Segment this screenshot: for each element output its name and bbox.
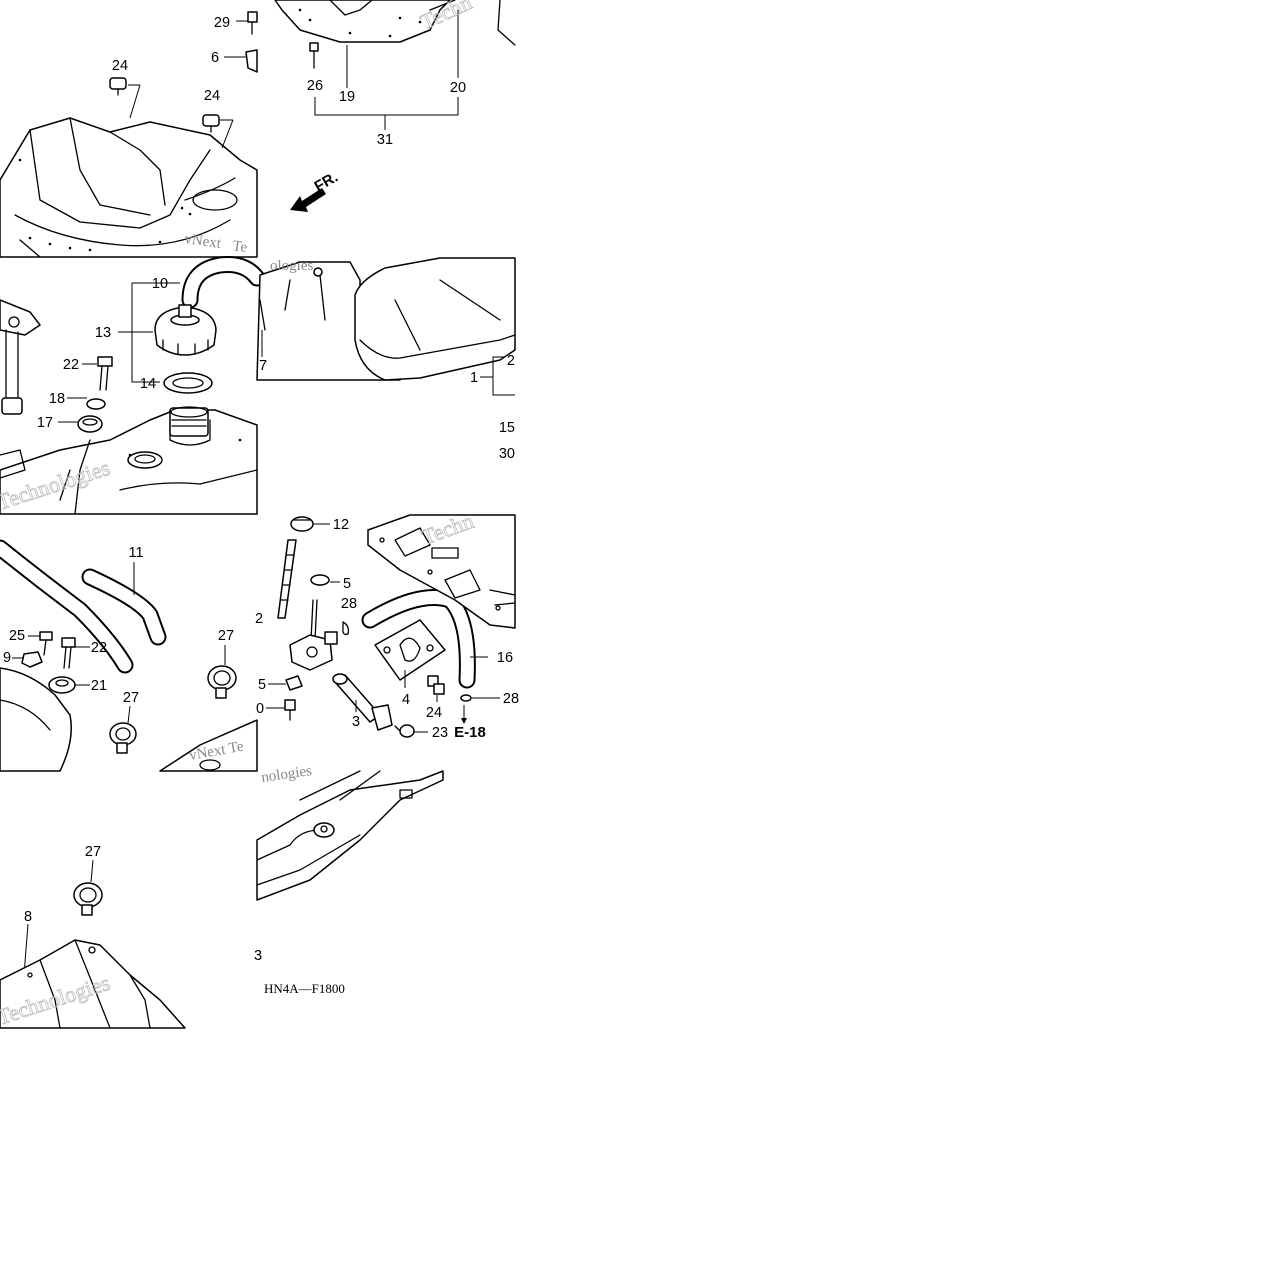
tile-top-left: 24 24 29 6 vNext Te (0, 11, 258, 258)
callout-24: 24 (426, 705, 442, 721)
tile-middle-left: 10 13 14 22 18 17 Technologies (0, 256, 266, 515)
bolt (309, 42, 319, 69)
callout-25: 25 (9, 628, 25, 644)
callout-28: 28 (503, 691, 519, 707)
watermark-text: nologies (260, 763, 313, 786)
callout-12: 12 (333, 517, 349, 533)
clip-fastener (109, 77, 127, 96)
hose-clamp (207, 665, 237, 699)
callout-28: 28 (341, 596, 357, 612)
reference-label: E-18 (454, 724, 486, 741)
tile-center: 7 1 2 15 30 ologies (256, 257, 516, 462)
callout-27: 27 (123, 690, 139, 706)
callout-31: 31 (377, 132, 393, 148)
callout-27: 27 (218, 628, 234, 644)
callout-17: 17 (37, 415, 53, 431)
tile-lower-center: 12 2 5 28 16 4 24 3 23 5 0 28 E-18 Techn (255, 508, 519, 741)
tile-top-middle: 26 19 20 31 FR. Techn (274, 0, 516, 212)
callout-29: 29 (214, 15, 230, 31)
callout-13: 13 (95, 325, 111, 341)
callout-9: 9 (3, 650, 11, 666)
hose-clamp (109, 722, 137, 754)
callout-18: 18 (49, 391, 65, 407)
bolt (284, 699, 296, 721)
callout-24: 24 (112, 58, 128, 74)
callout-1: 1 (470, 370, 478, 386)
callout-26: 26 (307, 78, 323, 94)
callout-2: 2 (507, 353, 515, 369)
callout-15: 15 (499, 420, 515, 436)
callout-5: 5 (258, 677, 266, 693)
diagram-code: HN4A—F1800 (264, 981, 345, 996)
tile-lower-left: 11 25 9 22 21 27 27 vNext Te (0, 539, 258, 772)
callout-10: 10 (152, 276, 168, 292)
callout-27: 27 (85, 844, 101, 860)
callout-19: 19 (339, 89, 355, 105)
callout-21: 21 (91, 678, 107, 694)
clip-fastener (202, 114, 220, 133)
tile-bottom-middle: 3 HN4A—F1800 nologies (254, 763, 444, 996)
watermark-text: vNext (183, 231, 222, 252)
callout-12: 2 (255, 611, 263, 627)
fuel-cap (154, 304, 217, 356)
bolt (61, 637, 76, 669)
bolt (39, 631, 53, 656)
callout-5: 5 (343, 576, 351, 592)
callout-24: 24 (204, 88, 220, 104)
callout-20: 20 (450, 80, 466, 96)
callout-22: 22 (91, 640, 107, 656)
screw (247, 11, 258, 35)
callout-3: 3 (352, 714, 360, 730)
screw (394, 724, 415, 738)
callout-20: 0 (256, 701, 264, 717)
front-label: FR. (312, 169, 341, 196)
callout-23: 23 (432, 725, 448, 741)
callout-7: 7 (259, 358, 267, 374)
hose-clamp (73, 882, 103, 916)
bolt (427, 675, 445, 695)
callout-11: 11 (128, 545, 143, 561)
callout-14: 14 (140, 376, 156, 392)
callout-30: 30 (499, 446, 515, 462)
fuel-valve (289, 599, 338, 671)
watermark-text: Te (231, 238, 248, 256)
callout-3: 3 (254, 948, 262, 964)
callout-22: 22 (63, 357, 79, 373)
watermark-text: ologies (270, 258, 313, 274)
callout-8: 8 (24, 909, 32, 925)
front-direction-arrow: FR. (290, 169, 341, 212)
tile-bottom-left: 27 8 Technologies (0, 844, 186, 1030)
callout-6: 6 (211, 50, 219, 66)
joint-pipe (332, 673, 393, 731)
callout-4: 4 (402, 692, 410, 708)
bolt (97, 356, 113, 391)
callout-16: 16 (497, 650, 513, 666)
